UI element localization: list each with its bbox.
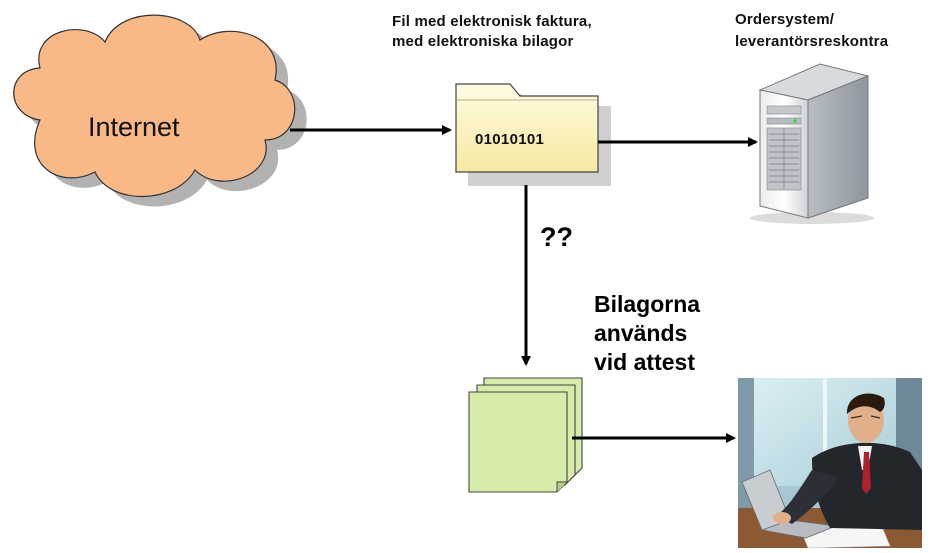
question-label: ?? bbox=[540, 222, 573, 252]
internet-label: Internet bbox=[88, 112, 180, 142]
server-caption-line-2: leverantörsreskontra bbox=[735, 33, 889, 50]
file-binary-content: 01010101 bbox=[475, 131, 545, 148]
file-folder-icon bbox=[455, 83, 599, 173]
file-caption-line-1: Fil med elektronisk faktura, bbox=[392, 13, 592, 30]
internet-cloud bbox=[13, 14, 296, 198]
attachments-caption: Bilagorna används vid attest bbox=[594, 290, 700, 377]
attachments-pages-icon bbox=[468, 377, 583, 493]
attachments-caption-line-2: används bbox=[594, 320, 688, 346]
person-at-laptop-illustration bbox=[738, 378, 922, 549]
server-caption: Ordersystem/ leverantörsreskontra bbox=[735, 9, 888, 53]
attachments-caption-line-1: Bilagorna bbox=[594, 291, 701, 317]
file-caption-line-2: med elektroniska bilagor bbox=[392, 33, 574, 50]
file-caption: Fil med elektronisk faktura, med elektro… bbox=[392, 12, 592, 52]
attachments-caption-line-3: vid attest bbox=[594, 349, 695, 375]
server-icon bbox=[750, 63, 874, 224]
server-caption-line-1: Ordersystem/ bbox=[735, 11, 835, 28]
